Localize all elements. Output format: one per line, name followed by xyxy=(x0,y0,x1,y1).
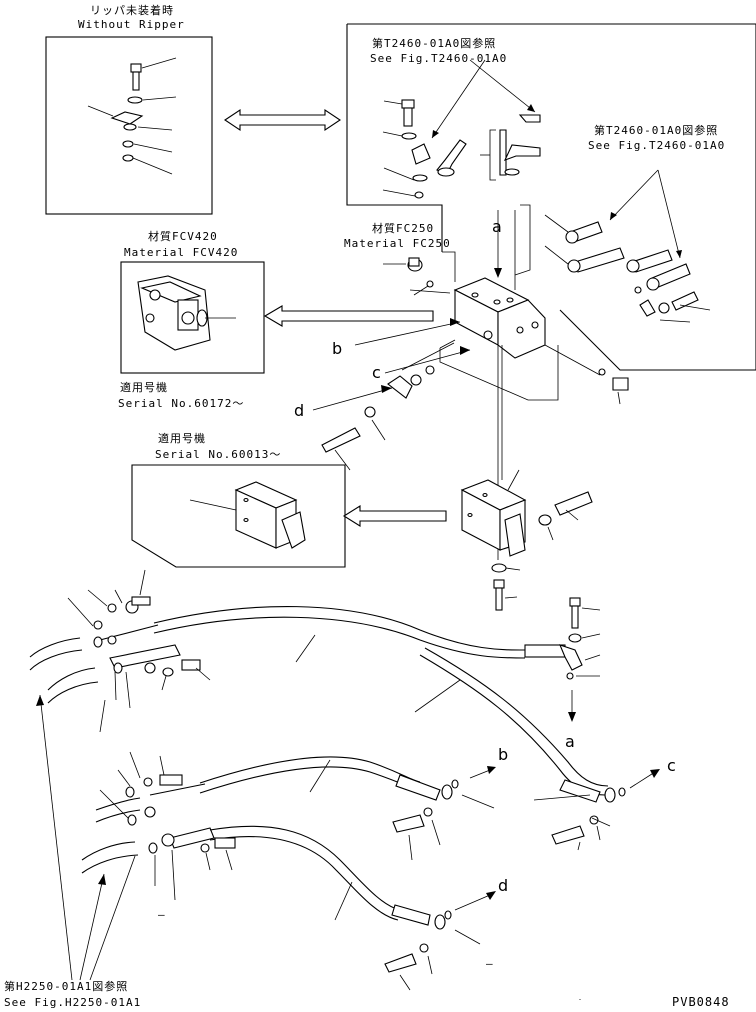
callout-c-right: c xyxy=(667,756,676,775)
callout-a-top: a xyxy=(492,217,502,236)
serial-60172-jp: 適用号機 xyxy=(120,381,168,394)
without-ripper-en: Without Ripper xyxy=(78,18,185,31)
see-fig-t2460-en-right: See Fig.T2460-01A0 xyxy=(588,139,726,152)
upper-right-parts xyxy=(382,59,541,199)
double-arrow xyxy=(224,108,341,132)
serial-60013-block xyxy=(189,481,306,549)
lower-valve-block xyxy=(460,469,593,611)
see-fig-t2460-jp-top: 第T2460-01A0図参照 xyxy=(372,37,497,50)
callout-d-right: d xyxy=(498,876,509,895)
material-fc250-jp: 材質FC250 xyxy=(372,222,435,235)
see-fig-box-right xyxy=(347,23,756,371)
callout-arrows-left xyxy=(312,318,471,411)
callout-a-bottom: a xyxy=(565,732,575,751)
right-side-parts xyxy=(544,169,711,323)
hose-fittings xyxy=(67,569,660,1000)
callout-b-left: b xyxy=(332,339,343,358)
without-ripper-box xyxy=(45,36,213,215)
material-fcv420-jp: 材質FCV420 xyxy=(148,230,218,243)
material-fcv420-en: Material FCV420 xyxy=(124,246,239,259)
reference-arrows xyxy=(36,694,136,981)
fcv420-box xyxy=(120,261,265,374)
see-fig-box-left-edge xyxy=(346,24,443,252)
see-fig-t2460-en-top: See Fig.T2460-01A0 xyxy=(370,52,508,65)
serial-60172-en: Serial No.60172～ xyxy=(118,397,245,410)
serial-60013-jp: 適用号機 xyxy=(158,432,206,445)
without-ripper-jp: リッパ未装着時 xyxy=(90,4,174,17)
serial-60013-en: Serial No.60013～ xyxy=(155,448,282,461)
material-fc250-en: Material FC250 xyxy=(344,237,451,250)
arrow-to-serial-box xyxy=(342,505,447,527)
see-fig-t2460-jp-right: 第T2460-01A0図参照 xyxy=(594,124,719,137)
see-fig-h2250-en: See Fig.H2250-01A1 xyxy=(4,996,142,1009)
callout-c-left: c xyxy=(372,363,381,382)
dash-mark-2: – xyxy=(486,957,494,970)
callout-b-right: b xyxy=(498,745,509,764)
hoses xyxy=(29,605,616,930)
arrow-to-fcv420 xyxy=(263,305,434,327)
valve-block-fc250 xyxy=(321,204,629,560)
without-ripper-parts xyxy=(87,57,177,175)
drawing-code: PVB0848 xyxy=(672,995,730,1009)
fcv420-valve xyxy=(137,275,236,351)
see-fig-h2250-jp: 第H2250-01A1図参照 xyxy=(4,980,129,993)
callout-d-left: d xyxy=(294,401,305,420)
dash-mark-1: – xyxy=(158,908,166,921)
serial-60013-box xyxy=(131,464,346,568)
